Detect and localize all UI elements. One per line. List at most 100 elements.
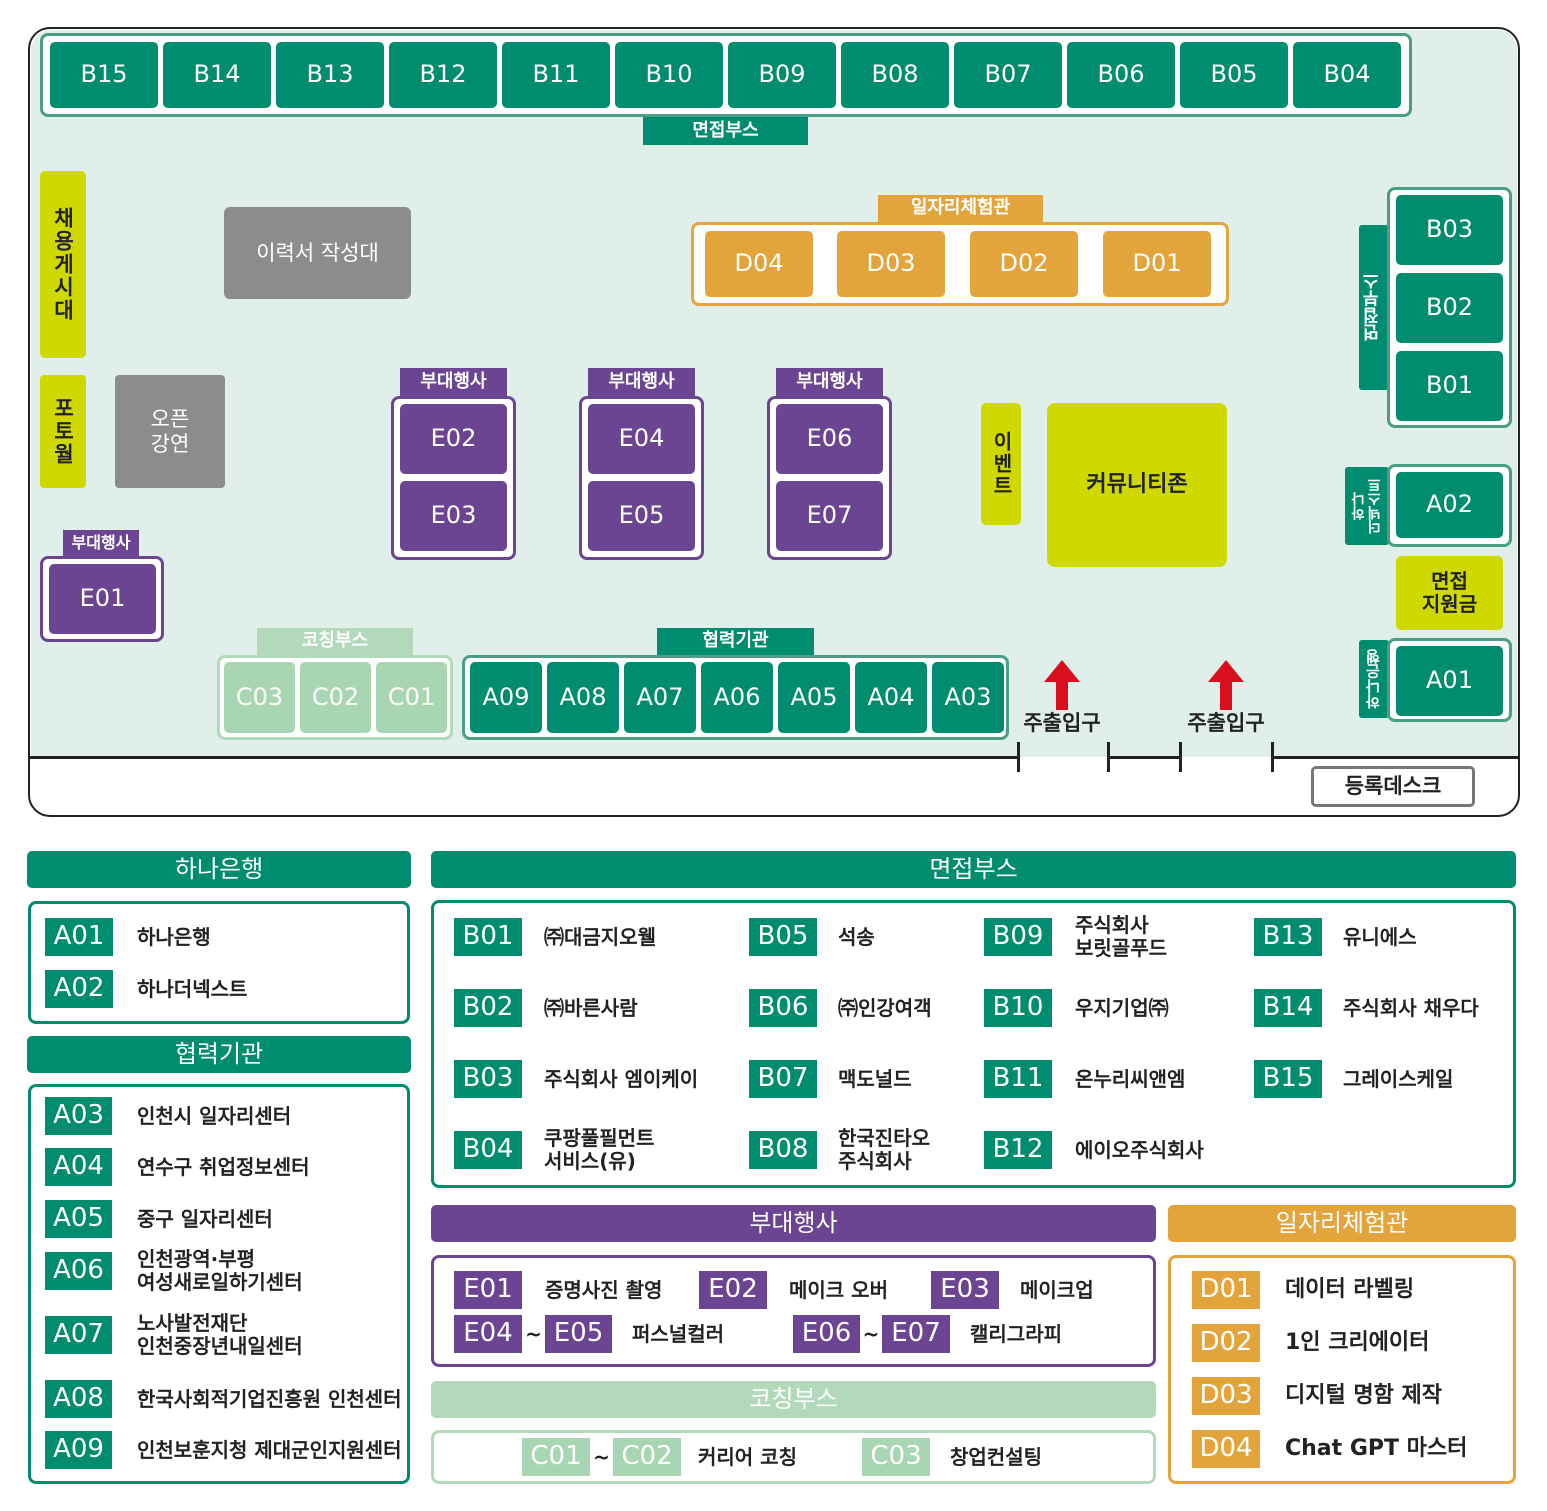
legend-name: 인천광역·부평 여성새로일하기센터: [137, 1247, 303, 1294]
legend-name: 캘리그라피: [970, 1321, 1062, 1346]
booth-e07[interactable]: E07: [776, 481, 883, 551]
booth-e01[interactable]: E01: [49, 564, 156, 634]
hana-bank-label: 하나은행: [1359, 640, 1389, 718]
legend-name: 창업컨설팅: [950, 1444, 1042, 1469]
booth-c02[interactable]: C02: [300, 662, 371, 733]
booth-b04[interactable]: B04: [1293, 42, 1401, 108]
booth-b01[interactable]: B01: [1396, 351, 1503, 421]
main-entrance-label[interactable]: 주출입구: [1187, 710, 1265, 735]
booth-e04[interactable]: E04: [588, 404, 695, 474]
booth-a08[interactable]: A08: [547, 662, 619, 733]
booth-d03[interactable]: D03: [837, 231, 945, 297]
legend-name: 중구 일자리센터: [137, 1206, 273, 1231]
legend-name: 노사발전재단 인천중장년내일센터: [137, 1311, 303, 1358]
booth-c01[interactable]: C01: [376, 662, 447, 733]
legend-name: 에이오주식회사: [1075, 1137, 1204, 1162]
legend-code-tag: B01: [454, 918, 522, 956]
booth-b07[interactable]: B07: [954, 42, 1062, 108]
community-zone[interactable]: 커뮤니티존: [1047, 403, 1227, 567]
legend-tilde: ~: [525, 1321, 542, 1346]
booth-e06[interactable]: E06: [776, 404, 883, 474]
legend-name: 쿠팡풀필먼트 서비스(유): [544, 1126, 655, 1173]
legend-name: 메이크 오버: [789, 1277, 888, 1302]
booth-b02[interactable]: B02: [1396, 273, 1503, 343]
open-lecture[interactable]: 오픈 강연: [115, 375, 225, 488]
booth-a03[interactable]: A03: [932, 662, 1004, 733]
legend-code-tag: B15: [1254, 1060, 1322, 1098]
booth-b09[interactable]: B09: [728, 42, 836, 108]
resume-desk[interactable]: 이력서 작성대: [224, 207, 411, 299]
hall-boundary-line: [1108, 756, 1180, 759]
legend-name: 퍼스널컬러: [632, 1321, 724, 1346]
interview-support[interactable]: 면접 지원금: [1396, 556, 1503, 630]
booth-e02[interactable]: E02: [400, 404, 507, 474]
entrance-arrow-icon: [1044, 660, 1080, 710]
booth-b10[interactable]: B10: [615, 42, 723, 108]
legend-code-tag: D04: [1192, 1430, 1260, 1468]
booth-d02[interactable]: D02: [970, 231, 1078, 297]
legend-tilde: ~: [862, 1321, 880, 1346]
booth-a07[interactable]: A07: [624, 662, 696, 733]
booth-b11[interactable]: B11: [502, 42, 610, 108]
booth-d04[interactable]: D04: [705, 231, 813, 297]
booth-c03[interactable]: C03: [224, 662, 295, 733]
experience-label: 일자리체험관: [878, 195, 1043, 222]
legend-interview-header: 면접부스: [431, 851, 1516, 888]
booth-a05[interactable]: A05: [778, 662, 850, 733]
hall-boundary-line: [1272, 756, 1520, 759]
legend-code-tag: B05: [749, 918, 817, 956]
booth-a06[interactable]: A06: [701, 662, 773, 733]
legend-code-tag: A07: [45, 1316, 112, 1354]
legend-name: 데이터 라벨링: [1285, 1277, 1415, 1303]
side-event-label: 부대행사: [588, 368, 695, 396]
booth-a04[interactable]: A04: [855, 662, 927, 733]
legend-code-tag: D03: [1192, 1377, 1260, 1415]
legend-name: 온누리씨앤엠: [1075, 1066, 1186, 1091]
right-booth-label: 면접부스: [1359, 225, 1389, 390]
booth-b03[interactable]: B03: [1396, 195, 1503, 265]
legend-code-tag: A06: [45, 1252, 112, 1290]
legend-code-tag: A02: [45, 970, 113, 1008]
event-area[interactable]: 이벤트: [981, 403, 1021, 525]
booth-b14[interactable]: B14: [163, 42, 271, 108]
booth-a02[interactable]: A02: [1396, 472, 1503, 538]
legend-code-tag: B04: [454, 1131, 522, 1169]
booth-b13[interactable]: B13: [276, 42, 384, 108]
registration-desk[interactable]: 등록데스크: [1311, 766, 1475, 807]
legend-name: 하나더넥스트: [137, 976, 248, 1001]
legend-partners-header: 협력기관: [27, 1036, 411, 1073]
booth-b08[interactable]: B08: [841, 42, 949, 108]
legend-name: 커리어 코칭: [698, 1444, 797, 1469]
partner-label: 협력기관: [657, 628, 814, 655]
legend-name: 인천보훈지청 제대군인지원센터: [137, 1437, 402, 1462]
booth-e03[interactable]: E03: [400, 481, 507, 551]
booth-b06[interactable]: B06: [1067, 42, 1175, 108]
coaching-label: 코칭부스: [257, 628, 413, 655]
booth-b05[interactable]: B05: [1180, 42, 1288, 108]
legend-name: ㈜바른사람: [544, 995, 638, 1020]
side-event-label: 부대행사: [400, 368, 507, 396]
entrance-post: [1271, 742, 1274, 772]
booth-e05[interactable]: E05: [588, 481, 695, 551]
legend-code-tag: B11: [984, 1060, 1052, 1098]
legend-name: ㈜대금지오웰: [544, 924, 656, 949]
main-entrance-label[interactable]: 주출입구: [1023, 710, 1101, 735]
booth-d01[interactable]: D01: [1103, 231, 1211, 297]
legend-name: 그레이스케일: [1343, 1066, 1454, 1091]
legend-code-tag: D02: [1192, 1324, 1260, 1362]
booth-b15[interactable]: B15: [50, 42, 158, 108]
side-event-label: 부대행사: [776, 368, 883, 396]
legend-code-tag: E07: [882, 1315, 950, 1353]
booth-b12[interactable]: B12: [389, 42, 497, 108]
legend-code-tag: B08: [749, 1131, 817, 1169]
legend-code-tag: B06: [749, 989, 817, 1027]
legend-name: 연수구 취업정보센터: [137, 1154, 310, 1179]
legend-name: 증명사진 촬영: [545, 1277, 663, 1302]
entrance-post: [1107, 742, 1110, 772]
legend-name: 주식회사 보릿골푸드: [1075, 913, 1167, 960]
legend-code-tag: E01: [454, 1271, 522, 1309]
entrance-post: [1017, 742, 1020, 772]
booth-a09[interactable]: A09: [470, 662, 542, 733]
legend-code-tag: B10: [984, 989, 1052, 1027]
booth-a01[interactable]: A01: [1396, 646, 1503, 716]
